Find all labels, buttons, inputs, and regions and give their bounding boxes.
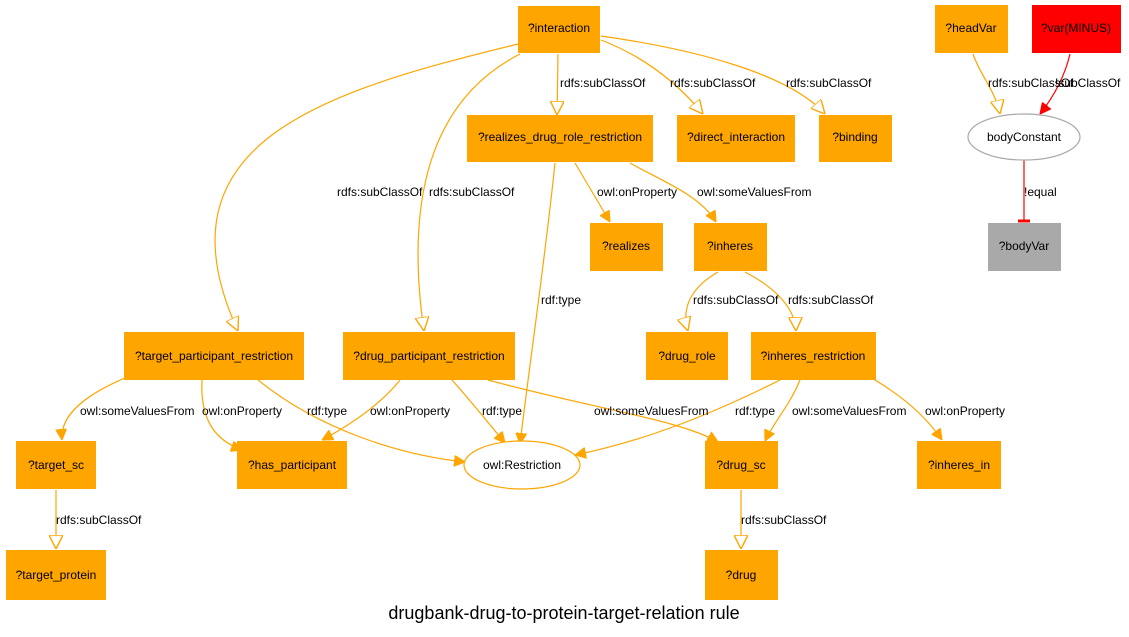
edge-var-minus-to-bodyconstant [1040,53,1071,114]
node-label: ?binding [832,130,877,144]
edge-label: !equal [1024,185,1057,199]
node-target-participant-restriction[interactable]: ?target_participant_restriction [124,332,304,380]
edge-label: rdf:type [482,404,522,418]
node-owl-restriction[interactable]: owl:Restriction [463,440,581,490]
edge-inheres-restriction-to-drug-sc [765,379,801,441]
edge-label: rdfs:subClassOf [337,185,423,199]
node-target-sc[interactable]: ?target_sc [16,441,96,489]
node-label: ?has_participant [248,458,337,472]
nodes: ?interaction ?realizes_drug_role_restric… [6,5,1121,600]
node-label: bodyConstant [987,130,1062,144]
edge-label: rdf:type [541,293,581,307]
node-bodyvar[interactable]: ?bodyVar [988,223,1061,271]
node-direct-interaction[interactable]: ?direct_interaction [677,115,795,162]
edge-label: rdfs:subClassOf [786,76,872,90]
edge-interaction-to-drug-participant-restriction [418,53,521,331]
node-label: ?inheres [707,239,753,253]
edge-label: owl:onProperty [202,404,282,418]
node-label: owl:Restriction [483,458,561,472]
node-label: ?inheres_in [928,458,990,472]
diagram-title: drugbank-drug-to-protein-target-relation… [388,603,739,623]
node-interaction[interactable]: ?interaction [518,6,600,53]
node-label: ?inheres_restriction [761,349,866,363]
node-inheres-restriction[interactable]: ?inheres_restriction [751,332,876,380]
edge-label: owl:someValuesFrom [792,404,906,418]
edge-label: rdfs:subClassOf [670,76,756,90]
node-label: ?direct_interaction [687,130,785,144]
edge-label: rdfs:subClassOf [429,185,515,199]
edge-label: rdf:type [735,404,775,418]
edge-realizes-drug-role-restriction-to-realizes [574,162,610,222]
node-label: ?bodyVar [999,239,1049,253]
node-label: ?realizes [602,239,650,253]
node-label: ?drug [726,568,757,582]
node-realizes-drug-role-restriction[interactable]: ?realizes_drug_role_restriction [467,115,653,162]
edge-interaction-to-target-participant-restriction [214,43,519,331]
node-binding[interactable]: ?binding [819,115,892,162]
edge-label: rdfs:subClassOf [693,293,779,307]
node-label: ?var(MINUS) [1041,21,1111,35]
edge-interaction-to-binding [600,35,825,114]
node-headvar[interactable]: ?headVar [935,5,1008,53]
node-drug[interactable]: ?drug [705,550,778,600]
edge-label: !subClassOf [1055,76,1121,90]
node-var-minus[interactable]: ?var(MINUS) [1032,5,1121,53]
edge-label: owl:onProperty [597,185,677,199]
node-has-participant[interactable]: ?has_participant [237,441,347,489]
edge-inheres-to-inheres-restriction [744,271,796,331]
node-label: ?target_participant_restriction [135,349,293,363]
node-bodyconstant[interactable]: bodyConstant [967,113,1081,161]
edge-drug-participant-restriction-to-owl-restriction [451,379,505,443]
node-label: ?interaction [528,21,590,35]
edge-drug-participant-restriction-to-drug-sc [487,379,718,442]
edge-label: rdf:type [307,404,347,418]
edge-realizes-drug-role-restriction-to-inheres [629,162,716,222]
node-label: ?target_sc [28,458,84,472]
edge-label: owl:someValuesFrom [80,404,194,418]
negated-edges [1018,53,1071,223]
edge-labels: rdfs:subClassOf rdfs:subClassOf rdfs:sub… [56,76,1121,527]
edge-target-participant-restriction-to-target-sc [62,377,126,440]
node-drug-participant-restriction[interactable]: ?drug_participant_restriction [343,332,515,380]
edge-inheres-restriction-to-owl-restriction [575,379,781,455]
edge-target-participant-restriction-to-owl-restriction [257,379,465,462]
edge-realizes-drug-role-restriction-to-owl-restriction [520,162,556,444]
edge-interaction-to-realizes-drug-role-restriction [557,53,558,115]
edge-label: rdfs:subClassOf [560,76,646,90]
node-label: ?drug_role [658,349,716,363]
edge-label: owl:onProperty [925,404,1005,418]
node-label: ?drug_sc [716,458,765,472]
node-target-protein[interactable]: ?target_protein [6,550,106,600]
edge-label: rdfs:subClassOf [788,293,874,307]
node-drug-role[interactable]: ?drug_role [646,332,728,380]
node-inheres[interactable]: ?inheres [694,223,767,271]
edge-label: rdfs:subClassOf [56,513,142,527]
node-label: ?realizes_drug_role_restriction [478,130,642,144]
edge-label: owl:someValuesFrom [697,185,811,199]
edge-label: rdfs:subClassOf [741,513,827,527]
edge-headvar-to-bodyconstant [972,53,1000,114]
node-realizes[interactable]: ?realizes [590,223,663,271]
edge-target-participant-restriction-to-has-participant [201,379,242,450]
node-drug-sc[interactable]: ?drug_sc [705,441,778,489]
node-label: ?headVar [945,21,996,35]
edge-label: rdfs:subClassOf [988,76,1074,90]
edge-label: owl:someValuesFrom [594,404,708,418]
node-inheres-in[interactable]: ?inheres_in [917,441,1001,489]
edge-drug-participant-restriction-to-has-participant [322,379,401,440]
edge-interaction-to-direct-interaction [600,39,703,114]
edge-label: owl:onProperty [370,404,450,418]
edges [56,35,1000,549]
node-label: ?drug_participant_restriction [353,349,504,363]
node-label: ?target_protein [16,568,97,582]
edge-inheres-to-drug-role [686,271,719,331]
edge-inheres-restriction-to-inheres-in [874,379,942,440]
